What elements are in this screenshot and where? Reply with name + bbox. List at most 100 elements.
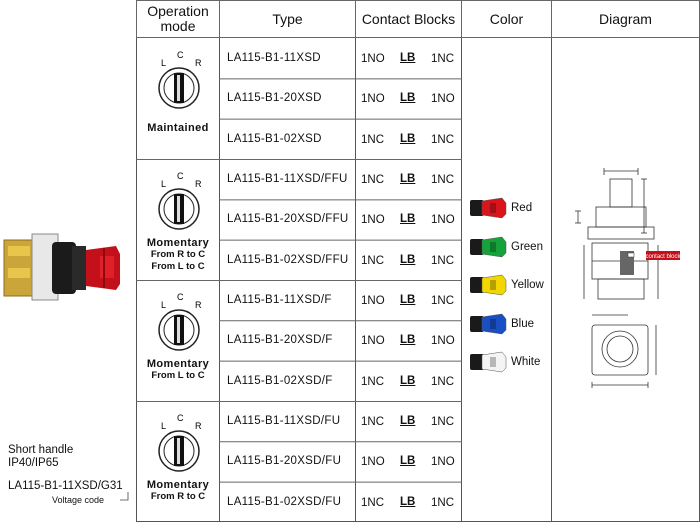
type-cell: LA115-B1-02XSD/FFU: [227, 253, 349, 266]
contact-lb: LB: [400, 253, 416, 266]
mode-title: Momentary: [146, 478, 210, 491]
color-swatch-icon: [470, 197, 507, 219]
mode-subtitle: From R to C: [150, 490, 206, 502]
contact-right: 1NC: [431, 294, 455, 307]
handle-text: Short handle: [8, 444, 74, 456]
table-row: LA115-B1-20XSD 1NO LB 1NO: [219, 78, 462, 118]
contact-right: 1NC: [431, 375, 455, 388]
contact-right: 1NC: [431, 496, 455, 509]
header-type: Type: [219, 0, 356, 38]
type-cell: LA115-B1-20XSD: [227, 92, 322, 105]
table-row: LA115-B1-11XSD 1NO LB 1NC: [219, 38, 462, 78]
mode-title: Momentary: [146, 236, 210, 249]
type-cell: LA115-B1-20XSD/F: [227, 334, 333, 347]
type-cell: LA115-B1-20XSD/FU: [227, 455, 342, 468]
contact-right: 1NO: [431, 456, 455, 469]
color-label: Green: [511, 240, 543, 253]
contact-left: 1NC: [361, 133, 385, 146]
switch-position-label: R: [195, 421, 202, 431]
protection-text: IP40/IP65: [8, 457, 59, 469]
color-swatch-icon: [470, 236, 507, 257]
contact-right: 1NC: [431, 254, 455, 267]
contact-left: 1NO: [361, 93, 385, 106]
contact-lb: LB: [400, 334, 416, 347]
type-cell: LA115-B1-20XSD/FFU: [227, 213, 349, 226]
contact-left: 1NO: [361, 335, 385, 348]
color-swatch-icon: [470, 351, 507, 373]
contact-lb: LB: [400, 455, 416, 468]
switch-position-label: C: [177, 171, 184, 181]
contact-right: 1NC: [431, 415, 455, 428]
contact-left: 1NO: [361, 214, 385, 227]
contact-lb: LB: [400, 495, 416, 508]
operation-mode-label: Maintained: [137, 122, 219, 134]
switch-position-label: R: [195, 300, 202, 310]
mode-title: Momentary: [146, 357, 210, 370]
color-swatch-icon: [470, 274, 507, 296]
selector-switch-icon: LCR: [158, 171, 202, 230]
table-row: LA115-B1-20XSD/FU 1NO LB 1NO: [219, 441, 462, 481]
contact-left: 1NC: [361, 173, 385, 186]
table-row: LA115-B1-11XSD/FFU 1NC LB 1NC: [219, 159, 462, 199]
type-cell: LA115-B1-02XSD/FU: [227, 495, 342, 508]
contact-lb: LB: [400, 293, 416, 306]
contact-lb: LB: [400, 132, 416, 145]
contact-left: 1NO: [361, 53, 385, 65]
contact-left: 1NO: [361, 294, 385, 307]
contact-lb: LB: [400, 92, 416, 105]
color-label: Red: [511, 202, 533, 214]
product-image: [3, 233, 120, 301]
mode-subtitle: From R to C: [150, 248, 206, 260]
contact-right: 1NO: [431, 214, 455, 227]
contact-block-tag: [646, 251, 680, 260]
contact-left: 1NC: [361, 496, 385, 509]
table-row: LA115-B1-02XSD 1NC LB 1NC: [219, 119, 462, 159]
voltage-note: Voltage code: [52, 495, 105, 505]
contact-block-label: contact block: [645, 254, 681, 260]
contact-right: 1NO: [431, 93, 455, 106]
type-cell: LA115-B1-11XSD: [227, 52, 321, 64]
contact-right: 1NC: [431, 133, 455, 146]
color-label: Blue: [511, 317, 535, 330]
switch-position-label: C: [177, 413, 184, 423]
header-operation-mode: Operation mode: [136, 0, 220, 38]
contact-lb: LB: [400, 374, 416, 387]
contact-left: 1NC: [361, 415, 385, 428]
voltage-pointer: [120, 492, 129, 501]
type-cell: LA115-B1-02XSD/F: [227, 374, 333, 387]
contact-right: 1NC: [431, 53, 455, 65]
contact-right: 1NO: [431, 335, 455, 348]
color-label: White: [511, 356, 541, 368]
contact-left: 1NO: [361, 456, 385, 469]
color-label: Yellow: [511, 279, 544, 291]
selector-switch-icon: LCR: [158, 413, 202, 472]
contact-right: 1NC: [431, 173, 455, 186]
type-cell: LA115-B1-02XSD: [227, 132, 322, 145]
switch-position-label: C: [177, 292, 184, 302]
table-row: LA115-B1-20XSD/F 1NO LB 1NO: [219, 320, 462, 360]
mode-subtitle: From L to C: [151, 260, 205, 272]
mode-subtitle: From L to C: [151, 369, 205, 381]
switch-position-label: L: [161, 421, 166, 431]
contact-lb: LB: [400, 52, 416, 64]
header-diagram: Diagram: [551, 0, 700, 38]
switch-position-label: R: [195, 179, 202, 189]
header-contact-blocks: Contact Blocks: [355, 0, 462, 38]
switch-position-label: R: [195, 58, 202, 68]
switch-position-label: L: [161, 179, 166, 189]
contact-lb: LB: [400, 172, 416, 185]
dimension-diagram: contact block: [575, 168, 682, 388]
color-swatch-icon: [470, 313, 507, 334]
switch-position-label: C: [177, 50, 184, 60]
product-info: Short handle IP40/IP65: [8, 444, 73, 470]
type-cell: LA115-B1-11XSD/FFU: [227, 172, 348, 185]
